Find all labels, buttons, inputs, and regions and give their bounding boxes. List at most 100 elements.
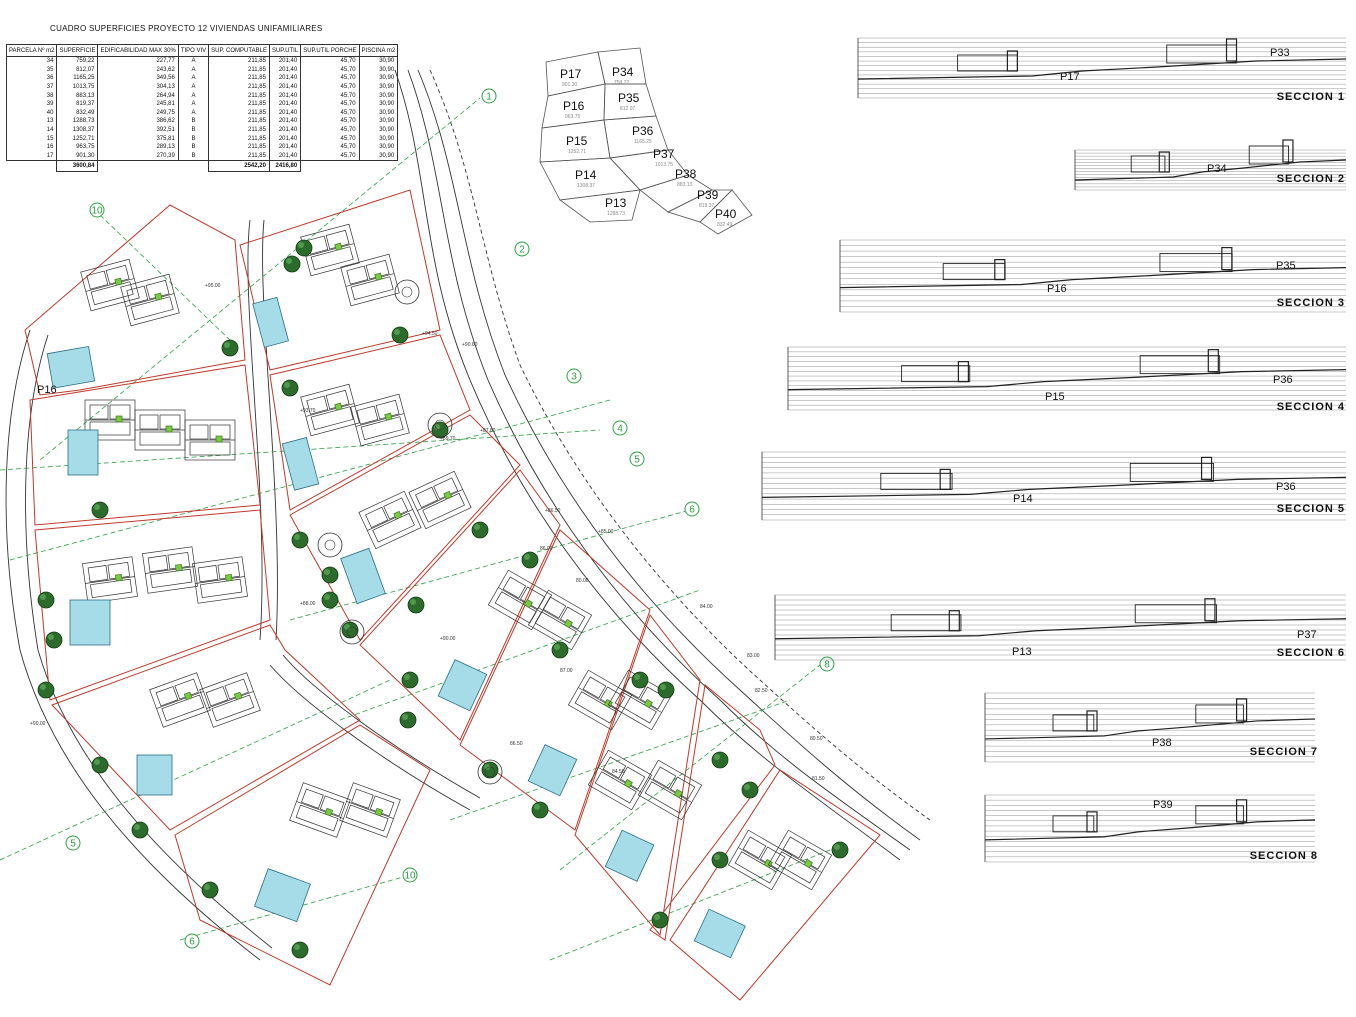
table-cell: A [177,82,210,92]
patio [623,779,633,789]
room [356,405,379,425]
wall [305,403,355,417]
room [422,492,465,523]
room [197,565,219,583]
key-plan-parcel-area: 1013.75 [655,162,673,168]
tree-icon [657,681,675,699]
level-annotation: +85.00 [598,529,614,535]
section-marker-label: 2 [519,245,525,256]
key-plan-parcel-label: P40 [715,207,737,221]
room [582,676,607,699]
key-plan-parcel-label: P17 [560,67,582,81]
section-plot-label: P36 [1273,374,1293,386]
level-annotation: +90.00 [440,636,456,642]
table-cell: 35 [5,65,58,75]
table-cell: 30,90 [358,125,399,135]
table-cell: 15 [5,134,58,143]
room [542,596,567,619]
tree-icon [551,641,569,659]
key-plan-parcel-label: P16 [563,99,585,113]
key-plan-parcel-area: 1308.37 [577,183,595,189]
room [602,756,627,779]
room [594,771,637,804]
section-title: SECCION 7 [1250,746,1318,758]
section-plot-label: P38 [1152,737,1172,749]
tree-icon [399,711,417,729]
wall [598,767,642,793]
house-block [82,556,138,604]
terrain-profile [984,819,1316,841]
tree-icon [37,681,55,699]
wall [498,587,542,613]
patio [115,415,123,423]
tree-outline-icon [427,412,453,438]
tree-icon [321,591,339,609]
room [415,486,439,509]
trees [37,239,849,959]
house-section [1200,456,1213,480]
key-plan-parcel-area: 963.75 [565,114,581,120]
wall [417,489,463,511]
house-section [1235,698,1248,722]
section-marker: 6 [684,501,700,517]
wall [345,273,395,287]
section-elevation: SECCION 7 P38 [984,692,1318,763]
room [800,846,826,870]
section-marker-label: 6 [189,937,195,948]
house-block [767,829,833,891]
section-plot-label: P16 [1047,283,1067,295]
table-cell: A [177,74,210,83]
section-plot-label: P17 [1060,71,1080,83]
tree-icon [131,821,149,839]
house-section [942,263,1006,281]
section-marker-label: 5 [634,455,640,466]
patio [114,277,123,286]
room [652,766,677,789]
patio [165,425,173,433]
level-annotation: +89.70 [440,436,456,442]
table-cell: 40 [5,108,58,118]
tree-icon [91,501,109,519]
house-section [1235,799,1248,823]
section-marker: 4 [612,420,628,436]
section-title: SECCION 8 [1250,850,1318,862]
table-cell: 30,90 [358,117,399,126]
wall [195,576,245,584]
patio [334,402,343,411]
patio [563,619,573,629]
house-section [890,614,962,632]
plot-label: P16 [37,384,57,396]
section-plot-label: P33 [1270,47,1290,59]
room [369,795,395,817]
table-cell: 45,70 [300,117,360,126]
house-block [340,253,400,307]
table-cell: 38 [5,91,58,100]
tree-icon [481,761,499,779]
room [742,836,767,859]
key-plan-parcel-label: P39 [697,188,719,202]
key-plan-parcel-label: P14 [575,168,597,182]
house-section [1195,704,1244,724]
table-cell: 30,90 [358,82,399,92]
room [310,246,354,271]
table-cell: 30,90 [358,142,399,152]
section-title: SECCION 2 [1277,173,1345,185]
patio [215,435,223,443]
key-plan-parcel-area: 759.22 [614,80,630,86]
table-cell: B [177,142,210,152]
room [360,416,404,441]
table-cell: 30,90 [358,99,399,109]
room [211,694,255,722]
house-block [84,399,136,441]
tree-icon [391,326,409,344]
room [644,781,687,814]
